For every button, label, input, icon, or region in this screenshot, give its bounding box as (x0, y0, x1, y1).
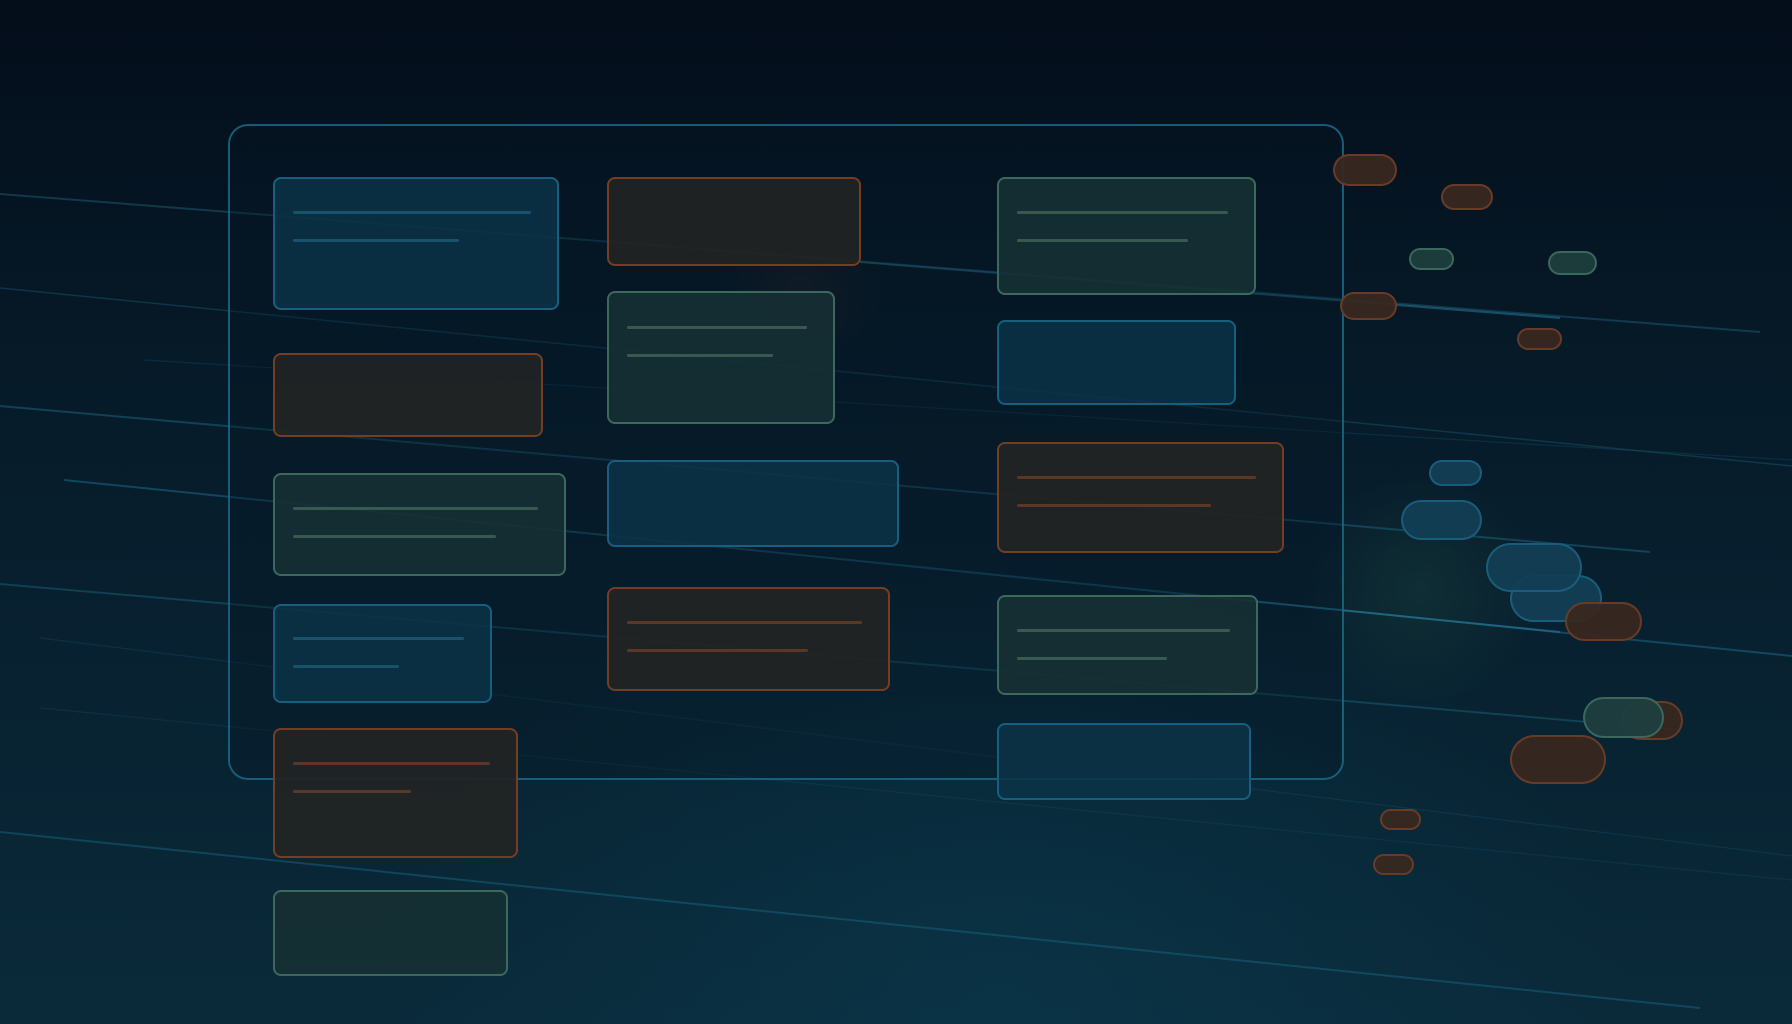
streak-line (0, 287, 1792, 467)
text-line-placeholder (1017, 504, 1211, 507)
card-col3-2[interactable] (997, 320, 1236, 405)
floating-token[interactable] (1510, 735, 1606, 784)
text-line-placeholder (1017, 239, 1188, 242)
floating-token[interactable] (1340, 292, 1397, 320)
text-line-placeholder (1017, 657, 1167, 660)
card-col1-1[interactable] (273, 177, 559, 310)
floating-token[interactable] (1565, 602, 1642, 641)
card-col2-1[interactable] (607, 177, 861, 266)
card-col3-4[interactable] (997, 595, 1258, 695)
streak-line (0, 831, 1701, 1009)
card-col1-6[interactable] (273, 890, 508, 976)
card-col1-5[interactable] (273, 728, 518, 858)
text-line-placeholder (293, 507, 538, 510)
floating-token[interactable] (1486, 543, 1582, 592)
text-line-placeholder (293, 535, 496, 538)
text-line-placeholder (1017, 211, 1228, 214)
text-line-placeholder (1017, 629, 1230, 632)
floating-token[interactable] (1380, 809, 1421, 830)
text-line-placeholder (293, 637, 464, 640)
text-line-placeholder (627, 621, 862, 624)
floating-token[interactable] (1548, 251, 1597, 275)
card-col2-3[interactable] (607, 460, 899, 547)
floating-token[interactable] (1401, 500, 1482, 540)
card-col3-3[interactable] (997, 442, 1284, 553)
floating-token[interactable] (1517, 328, 1562, 350)
floating-token[interactable] (1373, 854, 1414, 875)
floating-token[interactable] (1333, 154, 1397, 186)
text-line-placeholder (627, 326, 807, 329)
text-line-placeholder (627, 354, 773, 357)
streak-line (1199, 595, 1561, 633)
card-col1-2[interactable] (273, 353, 543, 437)
floating-token[interactable] (1409, 248, 1454, 270)
card-col2-2[interactable] (607, 291, 835, 424)
card-col3-5[interactable] (997, 723, 1251, 800)
text-line-placeholder (293, 239, 459, 242)
text-line-placeholder (627, 649, 808, 652)
text-line-placeholder (1017, 476, 1256, 479)
floating-token[interactable] (1429, 460, 1482, 486)
floating-token[interactable] (1583, 697, 1664, 738)
card-col3-1[interactable] (997, 177, 1256, 295)
text-line-placeholder (293, 211, 531, 214)
card-col2-4[interactable] (607, 587, 890, 691)
card-col1-3[interactable] (273, 473, 566, 576)
card-col1-4[interactable] (273, 604, 492, 703)
text-line-placeholder (293, 790, 411, 793)
text-line-placeholder (293, 665, 399, 668)
text-line-placeholder (293, 762, 490, 765)
floating-token[interactable] (1441, 184, 1493, 210)
